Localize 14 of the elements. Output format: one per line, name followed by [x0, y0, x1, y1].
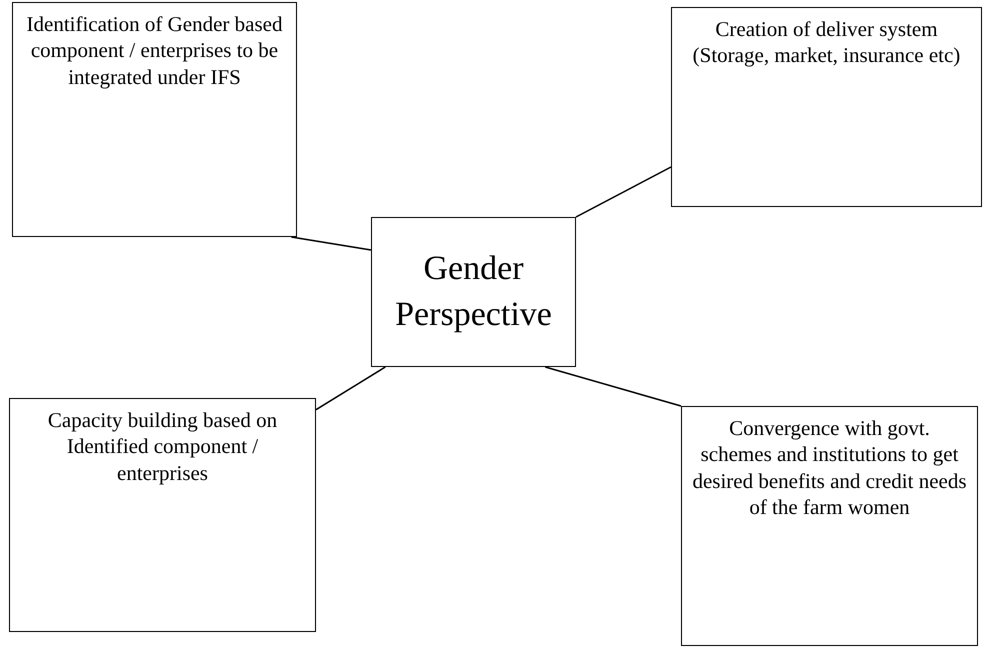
box-text: Identification of Gender based component / enterprises to be integrated under IFS	[26, 11, 284, 90]
connector-line	[291, 236, 372, 251]
central-topic: Gender Perspective	[394, 249, 553, 335]
text-box	[9, 398, 316, 632]
connector-line	[545, 366, 682, 407]
connector-line	[316, 366, 386, 410]
text-box	[371, 217, 576, 367]
text-box	[12, 2, 297, 237]
text-box	[671, 7, 982, 207]
box-text: Capacity building based on Identified component / enterprises	[46, 407, 278, 486]
connector-line	[576, 166, 672, 218]
box-text: Creation of deliver system (Storage, market, insurance etc)	[692, 16, 962, 68]
text-box	[681, 406, 978, 646]
box-text: Convergence with govt. schemes and institutions to get desired benefits and credit needs of the farm women	[692, 415, 967, 520]
